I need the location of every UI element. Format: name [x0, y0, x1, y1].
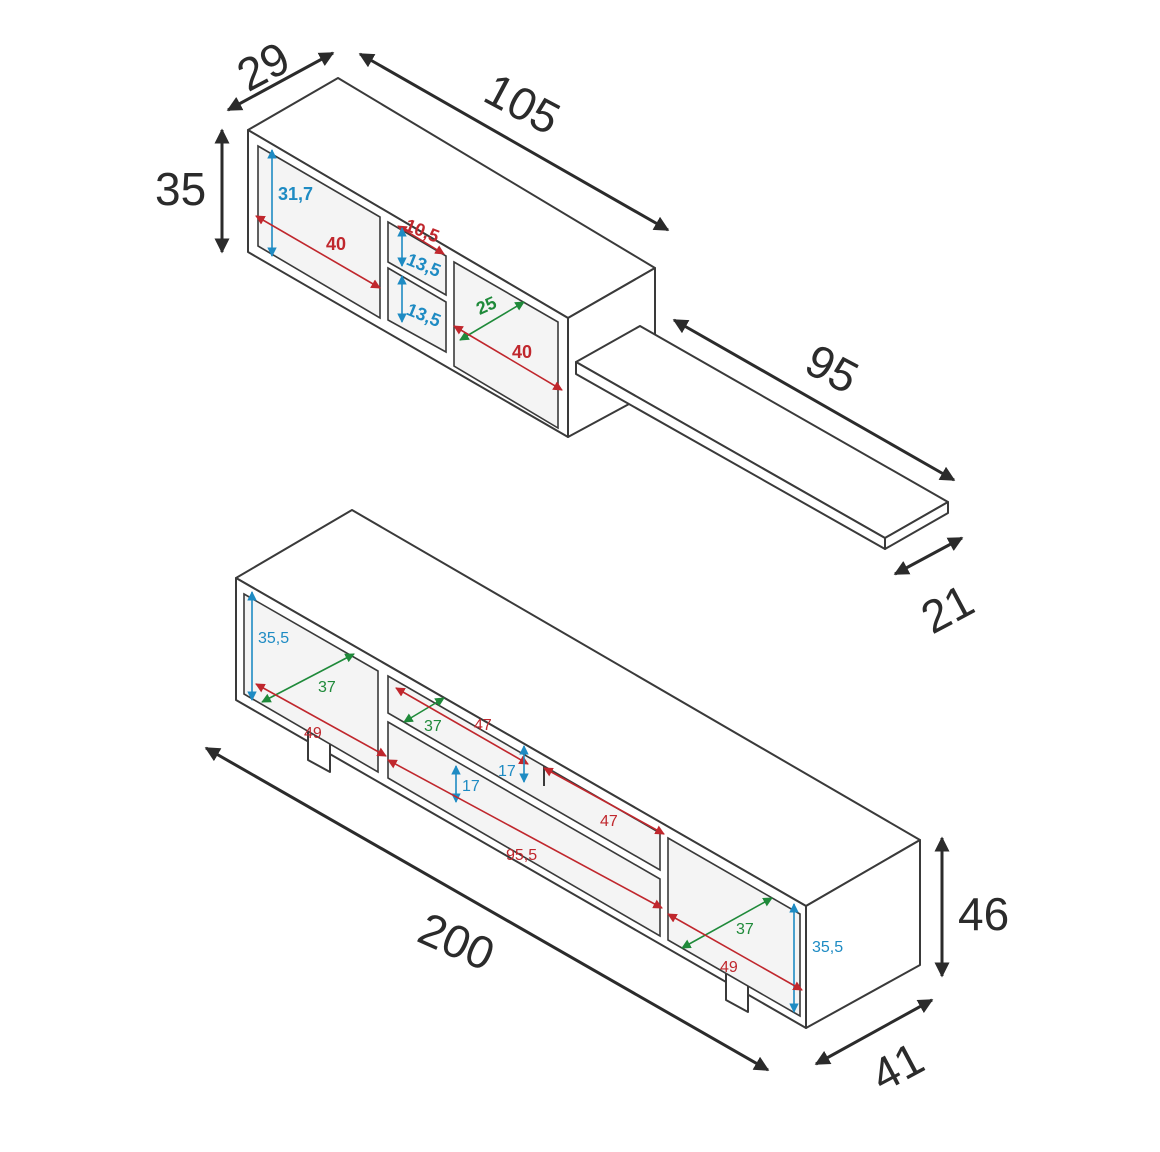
tv-left-height-label: 35,5 — [258, 630, 289, 647]
wall-inner-width-left-label: 40 — [326, 234, 346, 254]
tv-right-depth-label: 37 — [736, 921, 754, 938]
wall-depth-label: 29 — [228, 31, 298, 101]
tv-right-width-label: 49 — [720, 959, 738, 976]
tv-top-depth-label: 37 — [424, 718, 442, 735]
shelf-depth-dim — [893, 536, 964, 576]
wall-height-label: 35 — [155, 163, 206, 215]
tv-left-width-dim — [255, 683, 387, 757]
tv-height-label: 46 — [958, 888, 1009, 940]
tv-top-width-dim — [395, 687, 529, 765]
tv-right-height-label: 35,5 — [812, 939, 843, 956]
wall-unit — [247, 77, 949, 550]
wall-inner-width-right-label: 40 — [512, 342, 532, 362]
tv-right-width-dim — [667, 913, 803, 991]
tv-width-label: 200 — [411, 902, 502, 981]
wall-depth-dim — [226, 51, 335, 112]
tv-left-depth-label: 37 — [318, 679, 336, 696]
tv-left-width-label: 49 — [304, 725, 322, 742]
tv-depth-dim — [814, 998, 934, 1066]
tv-top-width-label: 47 — [474, 717, 492, 734]
tv-center-width-dim — [387, 759, 663, 909]
wall-width-dim — [358, 52, 670, 232]
wall-inner-width-right-dim — [453, 325, 563, 391]
tv-mid-height-label: 17 — [498, 763, 516, 780]
shelf-length-label: 95 — [797, 334, 867, 404]
tv-right-mid-width-label: 47 — [600, 813, 618, 830]
wall-shelf-top — [575, 325, 949, 539]
wall-inner-width-left-dim — [255, 215, 381, 289]
wall-shelf-end — [884, 501, 949, 550]
tv-depth-label: 41 — [862, 1032, 932, 1102]
wall-inner-height-label: 31,7 — [278, 184, 313, 204]
shelf-depth-label: 21 — [912, 574, 982, 644]
shelf-length-dim — [672, 318, 956, 482]
tv-center-width-label: 95,5 — [506, 847, 537, 864]
tv-low-height-label: 17 — [462, 778, 480, 795]
tv-width-dim — [204, 746, 770, 1072]
wall-width-label: 105 — [476, 63, 568, 145]
